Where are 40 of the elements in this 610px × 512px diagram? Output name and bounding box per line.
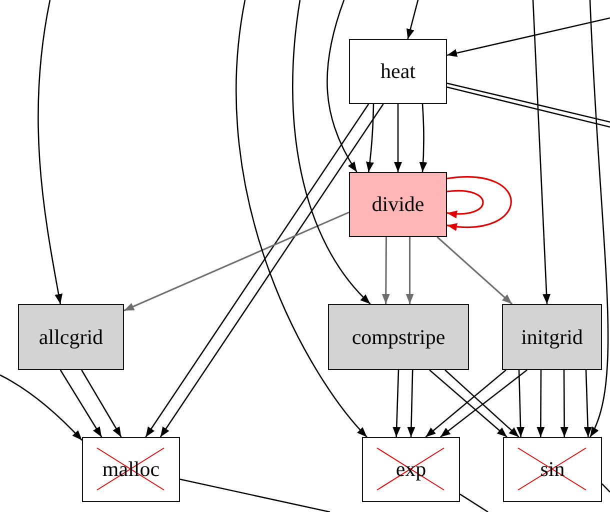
call-arrow xyxy=(584,370,592,438)
call-arrow xyxy=(446,176,512,230)
function-name: allcgrid xyxy=(38,324,104,350)
call-arrow xyxy=(60,370,102,438)
call-arrow xyxy=(81,370,122,438)
call-arrow xyxy=(38,0,63,304)
call-arrow xyxy=(394,104,402,172)
call-arrow xyxy=(382,237,390,304)
function-name: heat xyxy=(380,59,416,84)
call-arrow xyxy=(446,17,610,57)
call-arrow xyxy=(406,237,414,304)
call-arrow xyxy=(440,369,528,438)
function-name: compstripe xyxy=(352,324,446,350)
call-arrow xyxy=(124,212,350,312)
call-arrow xyxy=(419,104,428,172)
call-arrow xyxy=(326,0,358,172)
function-box xyxy=(349,172,447,237)
call-arrow xyxy=(406,0,419,40)
function-box xyxy=(328,304,469,370)
function-name: initgrid xyxy=(521,324,583,350)
call-arrow xyxy=(292,0,371,304)
function-box xyxy=(349,39,447,104)
call-arrow xyxy=(532,0,551,304)
call-arrow xyxy=(444,370,520,438)
call-arrow xyxy=(366,104,374,172)
call-arrow xyxy=(560,370,568,437)
function-box xyxy=(18,304,124,370)
call-arrow xyxy=(446,190,484,218)
call-arrow xyxy=(536,370,545,437)
call-arrow xyxy=(236,0,368,438)
call-arrow xyxy=(436,236,513,305)
function-box xyxy=(503,437,602,502)
function-name: divide xyxy=(372,192,424,217)
call-arrow xyxy=(516,370,525,438)
function-box xyxy=(362,437,460,502)
call-arrow xyxy=(0,374,82,441)
call-arrow xyxy=(392,370,401,438)
call-arrow xyxy=(407,370,416,438)
call-arrow xyxy=(589,0,609,438)
function-box xyxy=(502,304,602,370)
